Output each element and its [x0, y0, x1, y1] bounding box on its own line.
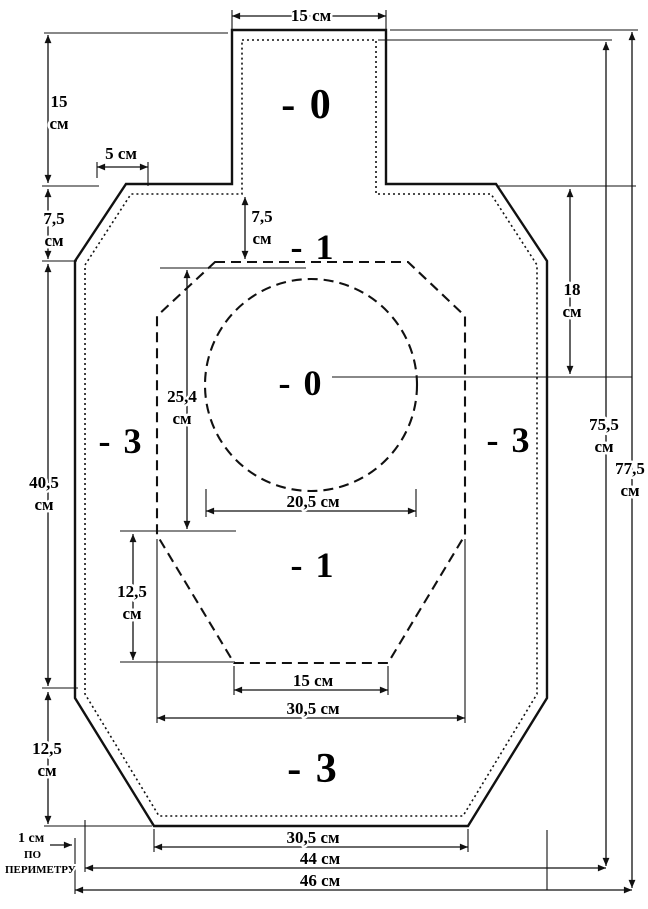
dimension-label-value: 15: [51, 92, 68, 111]
dimension-bottom-taper: 12,5 см: [30, 692, 152, 827]
dimension-head-width: 15 см: [231, 4, 387, 29]
dimension-inner-width: 44 см: [84, 820, 606, 890]
zone-label-head: - 0: [281, 82, 333, 128]
dimension-bottom-edge: 30,5 см: [153, 826, 469, 852]
zone-1-boundary: [155, 260, 467, 665]
perimeter-note-line2: ПО: [24, 849, 42, 861]
dimension-outer-height: 77,5 см: [390, 29, 647, 888]
dimension-inner-height: 75,5 см: [378, 39, 621, 866]
zone-label-left: - 3: [99, 421, 144, 461]
dimension-lower-taper: 12,5 см: [115, 534, 235, 663]
dimension-label-unit: см: [37, 761, 57, 780]
zone-label-bottom: - 3: [287, 746, 339, 792]
dimension-label: 15 см: [293, 671, 334, 690]
dimension-label: 30,5 см: [286, 828, 340, 847]
dimension-zone1-width: 30,5 см: [156, 539, 466, 723]
dimension-neck-inner: 7,5 см: [241, 197, 275, 259]
dimension-label-unit: см: [562, 302, 582, 321]
dimension-shoulder-to-center: 18 см: [498, 185, 636, 374]
dimension-label-value: 77,5: [615, 459, 645, 478]
dimension-lower-base: 15 см: [233, 666, 389, 695]
dimension-label-value: 7,5: [43, 209, 64, 228]
dimension-shoulder-offset: 5 см: [96, 142, 149, 186]
dimension-label: 44 см: [300, 849, 341, 868]
zone-label-right: - 3: [487, 420, 532, 460]
dimension-label: 5 см: [105, 144, 137, 163]
zone-label-circle: - 0: [279, 363, 324, 403]
dimension-label-value: 40,5: [29, 473, 59, 492]
dimension-head-height: 15 см: [42, 32, 228, 187]
dimension-label-value: 7,5: [251, 207, 272, 226]
outer-silhouette-path: [73, 28, 549, 828]
dimension-neck-left: 7,5 см: [41, 189, 77, 262]
dimension-label-unit: см: [594, 437, 614, 456]
zone-label-lower: - 1: [291, 545, 336, 585]
perimeter-note-line1: 1 см: [18, 831, 45, 846]
dimension-label-unit: см: [34, 495, 54, 514]
target-outer-outline: [73, 28, 549, 828]
dimension-label: 30,5 см: [286, 699, 340, 718]
dimension-label-value: 12,5: [117, 582, 147, 601]
dimension-label-value: 12,5: [32, 739, 62, 758]
dimension-label-unit: см: [172, 409, 192, 428]
dimension-label: 15 см: [291, 6, 332, 25]
dimension-label-value: 25,4: [167, 387, 197, 406]
dimension-circle-width: 20,5 см: [205, 489, 417, 517]
dimension-label-unit: см: [44, 231, 64, 250]
dimension-label-unit: см: [620, 481, 640, 500]
perimeter-note: 1 см ПО ПЕРИМЕТРУ: [3, 829, 78, 878]
perimeter-note-line3: ПЕРИМЕТРУ: [5, 864, 76, 876]
dimension-label: 20,5 см: [286, 492, 340, 511]
dimension-label-unit: см: [252, 229, 272, 248]
dimension-label-unit: см: [122, 604, 142, 623]
zone-1-octagon-path: [155, 260, 467, 665]
dimension-body-left: 40,5 см: [27, 264, 78, 689]
dimension-label-unit: см: [49, 114, 69, 133]
zone-label-upper: - 1: [291, 227, 336, 267]
dimension-label-value: 18: [564, 280, 581, 299]
zone-0-circle: [203, 277, 419, 493]
dimension-circle-zone-height: 25,4 см: [120, 267, 306, 532]
dimension-outer-width: 46 см: [74, 838, 632, 894]
dimension-label: 46 см: [300, 871, 341, 890]
dimension-label-value: 75,5: [589, 415, 619, 434]
zone-0-circle-path: [203, 277, 419, 493]
